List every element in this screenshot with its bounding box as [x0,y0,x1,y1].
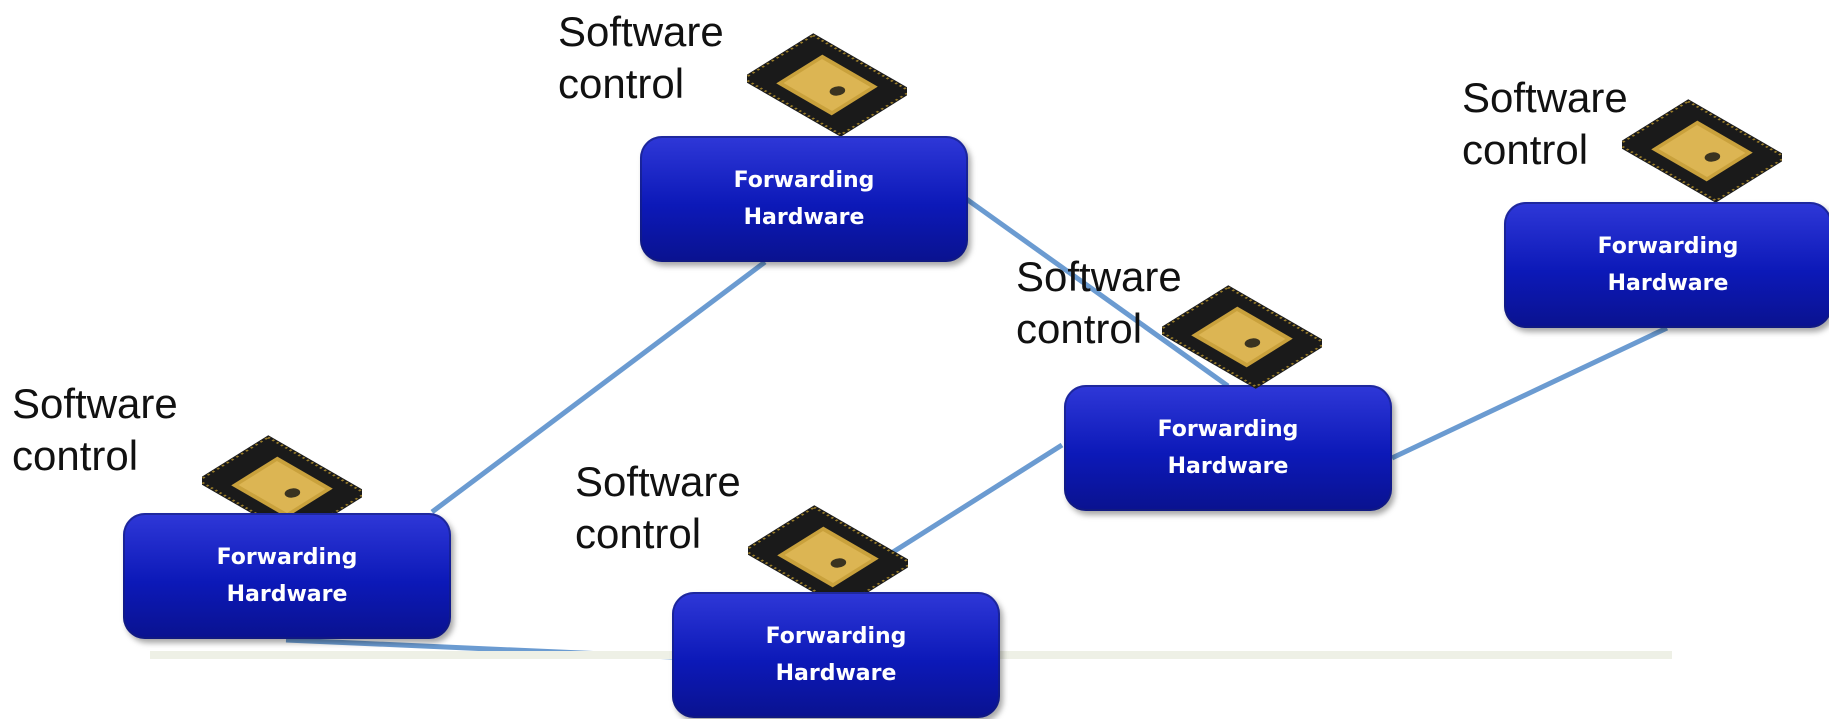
forwarding-hardware-label: Forwarding Hardware [734,162,875,236]
forwarding-label-line1: Forwarding [1597,234,1739,259]
chip-icon [747,33,907,137]
forwarding-hardware-box: Forwarding Hardware [640,136,968,262]
forwarding-hardware-label: Forwarding Hardware [1158,411,1299,485]
link-n2-n4 [963,195,1230,389]
forwarding-label-line2: Hardware [1167,454,1289,479]
software-control-line1: Software [1462,74,1628,121]
forwarding-label-line1: Forwarding [216,545,358,570]
software-control-label: Software control [12,378,178,482]
forwarding-hardware-box: Forwarding Hardware [1504,202,1829,328]
software-control-line2: control [558,60,685,107]
software-control-label: Software control [1016,251,1182,355]
chip-icon [748,505,908,609]
forwarding-label-line2: Hardware [1607,271,1729,296]
forwarding-label-line2: Hardware [775,661,897,686]
forwarding-hardware-box: Forwarding Hardware [672,592,1000,718]
forwarding-label-line2: Hardware [226,582,348,607]
software-control-label: Software control [558,6,724,110]
forwarding-hardware-box: Forwarding Hardware [123,513,451,639]
forwarding-hardware-label: Forwarding Hardware [766,618,907,692]
chip-icon [1162,285,1322,389]
software-control-line1: Software [1016,253,1182,300]
software-control-line2: control [12,432,139,479]
software-control-label: Software control [1462,72,1628,176]
link-n4-n5 [1390,325,1669,461]
software-control-line1: Software [558,8,724,55]
chip-icon [1622,99,1782,203]
forwarding-label-line1: Forwarding [1157,417,1299,442]
forwarding-label-line2: Hardware [743,205,865,230]
software-control-line1: Software [575,458,741,505]
forwarding-hardware-label: Forwarding Hardware [217,539,358,613]
forwarding-hardware-box: Forwarding Hardware [1064,385,1392,511]
link-n1-n2 [430,260,767,514]
chip-icon [202,435,362,539]
software-control-label: Software control [575,456,741,560]
forwarding-label-line1: Forwarding [733,168,875,193]
software-control-line2: control [575,510,702,557]
software-control-line2: control [1462,126,1589,173]
software-control-line1: Software [12,380,178,427]
forwarding-hardware-label: Forwarding Hardware [1598,228,1739,302]
software-control-line2: control [1016,305,1143,352]
forwarding-label-line1: Forwarding [765,624,907,649]
